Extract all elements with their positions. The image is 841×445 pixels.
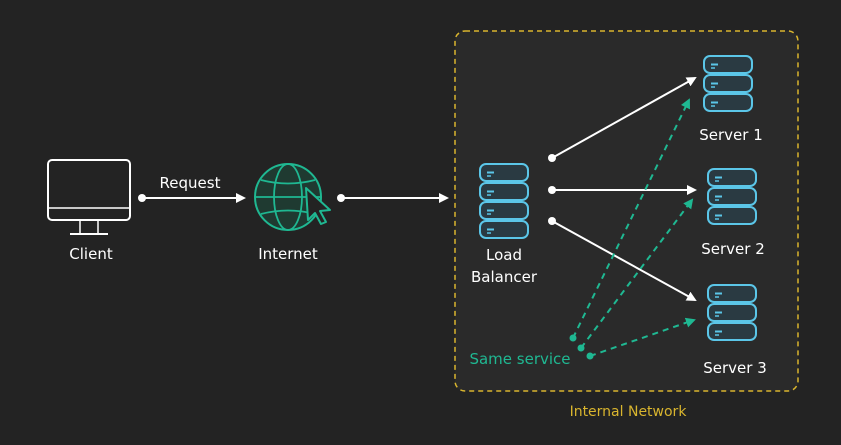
lb-to-server1-arrow	[548, 77, 697, 162]
same-service-to-server2-arrow	[577, 198, 694, 352]
request-label: Request	[160, 174, 221, 192]
globe-icon	[254, 163, 331, 231]
server3-icon	[707, 284, 757, 341]
server2-label: Server 2	[701, 240, 765, 258]
server1-label: Server 1	[699, 126, 763, 144]
monitor-icon	[47, 159, 131, 235]
internet-label: Internet	[258, 245, 318, 263]
same-service-to-server1-arrow	[569, 98, 690, 342]
client-label: Client	[69, 245, 113, 263]
lb-to-server2-arrow	[548, 185, 697, 195]
server3-label: Server 3	[703, 359, 767, 377]
request-arrow	[138, 193, 246, 203]
internal-network-label: Internal Network	[570, 404, 688, 420]
load-balancer-server-icon	[479, 163, 529, 239]
same-service-label: Same service	[469, 350, 570, 368]
internet-to-lb-arrow	[337, 193, 449, 203]
load-balancer-label-line2: Balancer	[471, 268, 538, 286]
server2-icon	[707, 168, 757, 225]
server1-icon	[703, 55, 753, 112]
load-balancer-label-line1: Load	[486, 246, 522, 264]
same-service-to-server3-arrow	[586, 317, 696, 360]
lb-to-server3-arrow	[548, 217, 697, 301]
